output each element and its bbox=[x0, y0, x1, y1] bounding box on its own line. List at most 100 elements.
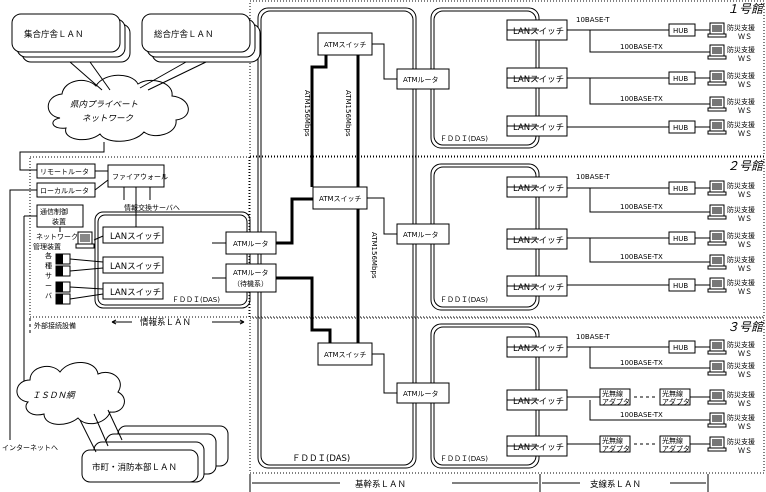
link-speed-2: ATM156Mbps bbox=[344, 90, 352, 137]
base-tx-label-b2-2: 100BASE-TX bbox=[620, 253, 663, 261]
disaster-ws-label: 防災支援 bbox=[727, 231, 755, 240]
backbone-fddi-ring-outer bbox=[257, 7, 417, 469]
disaster-ws-label: 防災支援 bbox=[727, 255, 755, 264]
atm-router-standby bbox=[225, 263, 277, 293]
info-fddi-ring-outer bbox=[94, 211, 251, 309]
disaster-ws-label-ws: ＷＳ bbox=[738, 130, 752, 138]
backbone-lan-label: 基幹系ＬＡＮ bbox=[355, 479, 406, 490]
base-t-label-b1: 10BASE-T bbox=[576, 16, 610, 24]
disaster-ws-label: 防災支援 bbox=[727, 390, 755, 399]
isdn-label: ＩＳＤＮ網 bbox=[32, 390, 76, 401]
lan-switch-b2-1-label: LANスイッチ bbox=[513, 184, 564, 194]
various-servers-char-2: 種 bbox=[45, 262, 52, 270]
info-lan-switch-3-label: LANスイッチ bbox=[110, 288, 161, 298]
building-1-label: １号館 bbox=[727, 2, 765, 16]
building-1-region bbox=[249, 0, 765, 157]
lan-switch-b1-1-label: LANスイッチ bbox=[513, 27, 564, 37]
hub-b2-2-label: HUB bbox=[673, 235, 688, 243]
municipal-lan-label: 市町・消防本部ＬＡＮ bbox=[92, 462, 177, 473]
backbone-fddi-label: ＦＤＤＩ(DAS) bbox=[292, 454, 350, 464]
disaster-ws-label-ws: ＷＳ bbox=[738, 447, 752, 455]
various-servers-char-5: バ bbox=[45, 292, 52, 300]
optical-adapter-b3-2b-l1: 光無線 bbox=[662, 436, 683, 445]
hub-b2-1-label: HUB bbox=[673, 185, 688, 193]
base-tx-label-b1-2: 100BASE-TX bbox=[620, 95, 663, 103]
optical-adapter-b3-1a-l2: アダプタ bbox=[602, 397, 630, 406]
base-tx-label-b1-1: 100BASE-TX bbox=[620, 43, 663, 51]
various-servers-char-3: サ bbox=[45, 272, 52, 280]
disaster-ws-label-ws: ＷＳ bbox=[738, 265, 752, 273]
disaster-ws-label: 防災支援 bbox=[727, 23, 755, 32]
info-region bbox=[29, 156, 250, 318]
link-speed-1: ATM156Mbps bbox=[303, 90, 311, 137]
lan-switch-b3-2-label: LANスイッチ bbox=[513, 397, 564, 407]
base-tx-label-b3-2: 100BASE-TX bbox=[620, 411, 663, 419]
disaster-ws-label: 防災支援 bbox=[727, 97, 755, 106]
lan-switch-b2-2-label: LANスイッチ bbox=[513, 236, 564, 246]
atm-switch-top-label: ATMスイッチ bbox=[324, 41, 367, 49]
disaster-ws-label-ws: ＷＳ bbox=[738, 241, 752, 249]
disaster-ws-label-ws: ＷＳ bbox=[738, 81, 752, 89]
base-tx-label-b3-1: 100BASE-TX bbox=[620, 359, 663, 367]
nw-mgmt-label-2: 管理装置 bbox=[33, 242, 61, 251]
internet-label: インターネットへ bbox=[2, 443, 58, 452]
various-servers-char-1: 各 bbox=[45, 251, 52, 260]
municipal-lan-stack: 市町・消防本部ＬＡＮ bbox=[81, 425, 229, 483]
prefectural-network-label-2: ネットワーク bbox=[82, 114, 134, 124]
atm-router-b1-label: ATMルータ bbox=[403, 75, 439, 84]
lan-switch-b1-2-label: LANスイッチ bbox=[513, 75, 564, 85]
building-2-region bbox=[249, 156, 765, 318]
base-t-label-b3: 10BASE-T bbox=[576, 333, 610, 341]
lan-switch-b3-3-label: LANスイッチ bbox=[513, 443, 564, 453]
info-lan-label: 情報系ＬＡＮ bbox=[140, 317, 191, 328]
disaster-ws-label-ws: ＷＳ bbox=[738, 55, 752, 63]
info-fddi-ring-inner bbox=[97, 214, 248, 306]
disaster-ws-label: 防災支援 bbox=[727, 413, 755, 422]
atm-switch-mid-label: ATMスイッチ bbox=[319, 195, 362, 203]
fddi-b2-label: ＦＤＤＩ(DAS) bbox=[440, 296, 488, 304]
various-servers-char-4: ー bbox=[45, 282, 52, 290]
optical-adapter-b3-2a-l1: 光無線 bbox=[602, 436, 623, 445]
hub-b3-1-label: HUB bbox=[673, 344, 688, 352]
disaster-ws-label-ws: ＷＳ bbox=[738, 191, 752, 199]
shuugou-lan-stack: 集合庁舎ＬＡＮ bbox=[11, 13, 131, 63]
local-router-label: ローカルルータ bbox=[40, 186, 89, 195]
link-speed-3: ATM156Mbps bbox=[370, 232, 378, 279]
atm-router-b2-label: ATMルータ bbox=[403, 230, 439, 239]
server-rack-icon bbox=[55, 253, 71, 305]
disaster-ws-label-ws: ＷＳ bbox=[738, 350, 752, 358]
atm-switch-bottom-label: ATMスイッチ bbox=[324, 351, 367, 359]
info-fddi-label: ＦＤＤＩ(DAS) bbox=[172, 296, 220, 304]
firewall-label: ファイアウォール bbox=[112, 173, 168, 181]
disaster-ws-label-ws: ＷＳ bbox=[738, 215, 752, 223]
remote-router-label: リモートルータ bbox=[40, 167, 89, 176]
disaster-ws-label-ws: ＷＳ bbox=[738, 33, 752, 41]
lan-switch-b2-3-label: LANスイッチ bbox=[513, 283, 564, 293]
disaster-ws-label-ws: ＷＳ bbox=[738, 371, 752, 379]
sougou-lan-label: 総合庁舎ＬＡＮ bbox=[154, 29, 214, 40]
optical-adapter-b3-2b-l2: アダプタ bbox=[662, 444, 690, 453]
comm-control-label-1: 通信制御 bbox=[40, 207, 68, 216]
prefectural-network-label-1: 県内プライベート bbox=[70, 99, 138, 110]
prefectural-network-cloud bbox=[47, 74, 189, 142]
workstation-layer: 防災支援ＷＳ防災支援ＷＳ防災支援ＷＳ防災支援ＷＳ防災支援ＷＳ防災支援ＷＳ防災支援… bbox=[707, 22, 755, 455]
building-2-label: ２号館 bbox=[727, 159, 765, 173]
nw-mgmt-label-1: ネットワーク bbox=[36, 233, 78, 241]
info-lan-switch-1 bbox=[102, 226, 164, 244]
disaster-ws-label-ws: ＷＳ bbox=[738, 107, 752, 115]
sougou-lan-stack: 総合庁舎ＬＡＮ bbox=[141, 13, 261, 63]
building-3-label: ３号館 bbox=[727, 320, 765, 334]
